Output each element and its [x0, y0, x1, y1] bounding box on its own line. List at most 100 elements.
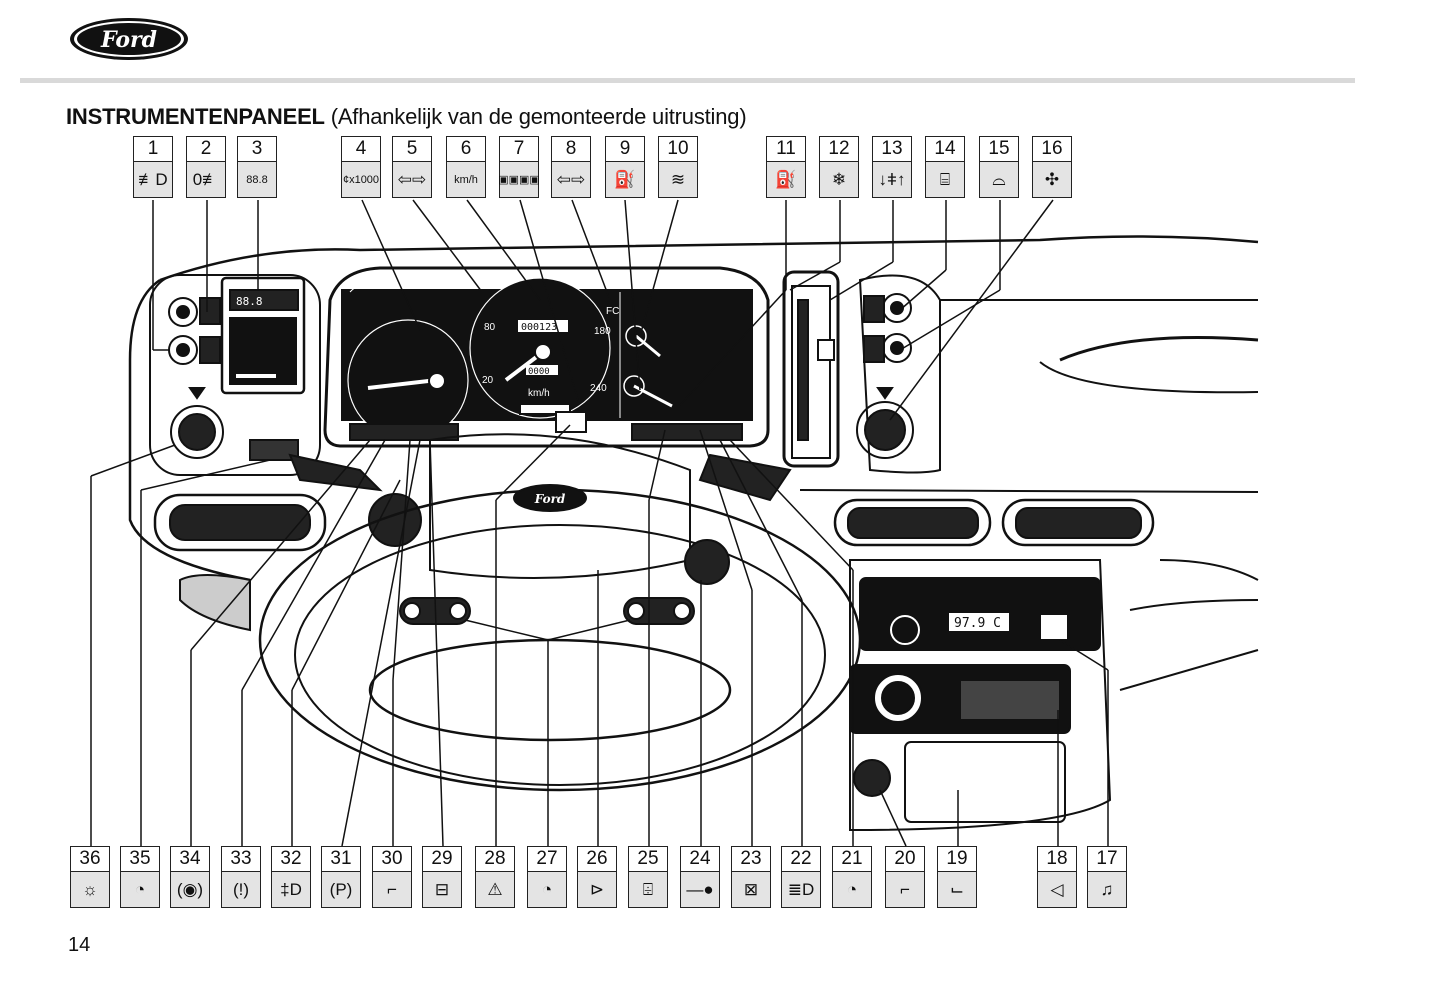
svg-text:80: 80 [484, 322, 496, 333]
display-readout: 88.8 [236, 295, 263, 308]
coolant-temp-icon: ≋ [659, 162, 697, 197]
tachometer-icon: ¢x1000 [342, 162, 380, 197]
symbol-box-13: 13↓ǂ↑ [872, 136, 912, 198]
ford-logo: Ford [70, 18, 188, 60]
symbol-number: 5 [393, 137, 431, 162]
gauge-icon: ◔ [121, 872, 159, 907]
page-title: INSTRUMENTENPANEEL (Afhankelijk van de g… [66, 104, 747, 130]
oil-pressure-icon: ⌐ [373, 872, 411, 907]
odometer-icon: ▣▣▣▣ [498, 162, 540, 197]
symbol-box-15: 15⌓ [979, 136, 1019, 198]
symbol-number: 20 [886, 847, 924, 872]
main-beam-icon: ≣D [782, 872, 820, 907]
fuel-icon: ⛽ [767, 162, 805, 197]
symbol-number: 19 [938, 847, 976, 872]
symbol-box-31: 31(P) [321, 846, 361, 908]
speed-unit-label: km/h [528, 388, 550, 399]
symbol-number: 25 [629, 847, 667, 872]
radio-readout: 97.9 C [954, 616, 1001, 631]
symbol-box-16: 16✣ [1032, 136, 1072, 198]
ashtray-icon: ⌙ [938, 872, 976, 907]
symbol-number: 9 [606, 137, 644, 162]
ignition-key-icon: —● [681, 872, 719, 907]
symbol-box-19: 19⌙ [937, 846, 977, 908]
symbol-box-11: 11⛽ [766, 136, 806, 198]
symbol-number: 23 [732, 847, 770, 872]
display-icon: 88.8 [238, 162, 276, 197]
odometer-readout: 000123 [521, 322, 557, 333]
temperature-control-icon: ↓ǂ↑ [873, 162, 911, 197]
symbol-box-34: 34(◉) [170, 846, 210, 908]
symbol-box-4: 4¢x1000 [341, 136, 381, 198]
symbol-box-18: 18◁ [1037, 846, 1077, 908]
symbol-box-36: 36☼ [70, 846, 110, 908]
svg-text:240: 240 [590, 383, 607, 394]
symbol-number: 7 [500, 137, 538, 162]
symbol-number: 2 [187, 137, 225, 162]
symbol-box-10: 10≋ [658, 136, 698, 198]
title-main: INSTRUMENTENPANEEL [66, 104, 325, 129]
symbol-number: 35 [121, 847, 159, 872]
symbol-number: 24 [681, 847, 719, 872]
symbol-box-23: 23⊠ [731, 846, 771, 908]
symbol-number: 11 [767, 137, 805, 162]
audio-icon: ♫ [1088, 872, 1126, 907]
header-rule [20, 78, 1355, 83]
svg-text:180: 180 [594, 326, 611, 337]
symbol-box-14: 14⌸ [925, 136, 965, 198]
symbol-number: 30 [373, 847, 411, 872]
battery-icon: ⊟ [423, 872, 461, 907]
headlamp-level-icon: ‡D [272, 872, 310, 907]
wiper-washer-icon: ⌹ [629, 872, 667, 907]
symbol-box-20: 20⌐ [885, 846, 925, 908]
symbol-number: 18 [1038, 847, 1076, 872]
wheel-logo-text: Ford [534, 492, 566, 506]
rear-fog-light-icon: 0≢ [187, 162, 225, 197]
symbol-number: 22 [782, 847, 820, 872]
instrument-dimmer-icon: ◔ [528, 872, 566, 907]
symbol-box-1: 1≢D [133, 136, 173, 198]
symbol-box-22: 22≣D [781, 846, 821, 908]
symbol-number: 36 [71, 847, 109, 872]
symbol-box-28: 28⚠ [475, 846, 515, 908]
symbol-number: 17 [1088, 847, 1126, 872]
title-sub: (Afhankelijk van de gemonteerde uitrusti… [324, 104, 747, 129]
symbol-box-35: 35◔ [120, 846, 160, 908]
speaker-icon: ◁ [1038, 872, 1076, 907]
trip-readout: 0000 [528, 367, 550, 377]
symbol-number: 16 [1033, 137, 1071, 162]
symbol-number: 4 [342, 137, 380, 162]
symbol-number: 32 [272, 847, 310, 872]
symbol-number: 14 [926, 137, 964, 162]
fuel-gauge-icon: ⛽ [606, 162, 644, 197]
symbol-number: 33 [222, 847, 260, 872]
symbol-number: 6 [447, 137, 485, 162]
symbol-number: 15 [980, 137, 1018, 162]
symbol-number: 3 [238, 137, 276, 162]
symbol-box-24: 24—● [680, 846, 720, 908]
symbol-number: 31 [322, 847, 360, 872]
brake-warning-icon: (◉) [171, 872, 209, 907]
speedometer-icon: km/h [447, 162, 485, 197]
fog-light-icon: ≢D [134, 162, 172, 197]
symbol-number: 12 [820, 137, 858, 162]
symbol-number: 13 [873, 137, 911, 162]
symbol-number: 28 [476, 847, 514, 872]
symbol-box-8: 8⇦⇨ [551, 136, 591, 198]
rear-wiper-icon: ⊠ [732, 872, 770, 907]
symbol-box-7: 7▣▣▣▣ [498, 136, 540, 198]
rear-defrost-icon: ⌸ [926, 162, 964, 197]
symbol-box-33: 33(!) [221, 846, 261, 908]
turn-signal-icon: ⇦⇨ [552, 162, 590, 197]
symbol-box-9: 9⛽ [605, 136, 645, 198]
symbol-box-26: 26⊳ [577, 846, 617, 908]
symbol-box-30: 30⌐ [372, 846, 412, 908]
symbol-number: 10 [659, 137, 697, 162]
symbol-number: 8 [552, 137, 590, 162]
svg-text:FC: FC [606, 306, 619, 317]
horn-icon: ⊳ [578, 872, 616, 907]
